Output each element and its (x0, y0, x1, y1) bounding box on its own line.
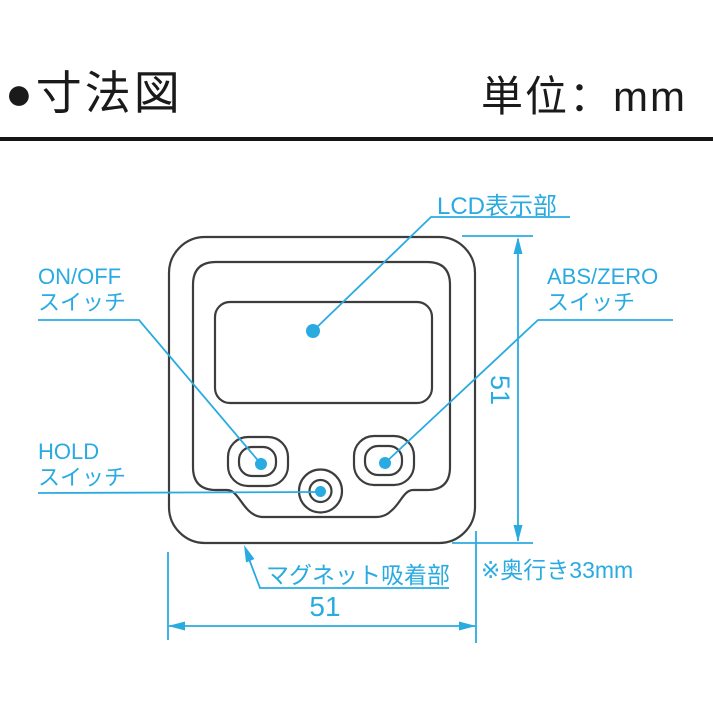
abs-zero-leader-line (384, 319, 673, 464)
lcd-leader-line (312, 216, 570, 332)
on-off-label: ON/OFF スイッチ (38, 264, 126, 316)
hold-label-line1: HOLD (38, 439, 100, 464)
page-title: ●寸法図 (5, 67, 183, 119)
on-off-leader-line (38, 319, 262, 465)
lcd-label: LCD表示部 (437, 193, 558, 220)
on-off-label-line2: スイッチ (38, 290, 127, 315)
on-off-label-line1: ON/OFF (38, 264, 122, 289)
magnet-arrowhead (244, 545, 255, 563)
lcd-leader-dot (306, 324, 320, 338)
device-front-panel (191, 260, 452, 519)
width-arrow-left (168, 621, 185, 631)
abs-zero-label: ABS/ZERO スイッチ (547, 264, 658, 316)
hold-label: HOLD スイッチ (38, 439, 126, 491)
on-off-button-outer (226, 435, 290, 488)
hold-button-inner (308, 478, 333, 504)
hold-label-line2: スイッチ (38, 465, 127, 490)
abs-zero-leader-dot (379, 457, 391, 469)
lcd-display (213, 300, 434, 405)
height-arrow-up (513, 237, 523, 254)
width-arrow-right (459, 621, 476, 631)
height-dimension-value: 51 (485, 374, 516, 406)
magnet-label: マグネット吸着部 (266, 562, 450, 588)
on-off-button-inner (237, 445, 278, 478)
depth-note: ※奥行き33mm (481, 557, 634, 583)
unit-label: 単位：mm (481, 73, 687, 120)
on-off-leader-dot (255, 458, 267, 470)
hold-leader-dot (315, 486, 326, 497)
width-dimension-value: 51 (309, 591, 341, 622)
hold-leader-line (37, 491, 321, 494)
abs-zero-label-line2: スイッチ (547, 290, 636, 315)
device-outline (167, 235, 477, 545)
abs-zero-button-outer (352, 434, 416, 487)
abs-zero-button-inner (363, 444, 404, 477)
abs-zero-label-line1: ABS/ZERO (547, 264, 659, 289)
magnet-leader-line (245, 550, 449, 589)
height-arrow-down (513, 525, 523, 542)
hold-button-outer (297, 468, 344, 514)
header-divider (0, 137, 713, 141)
